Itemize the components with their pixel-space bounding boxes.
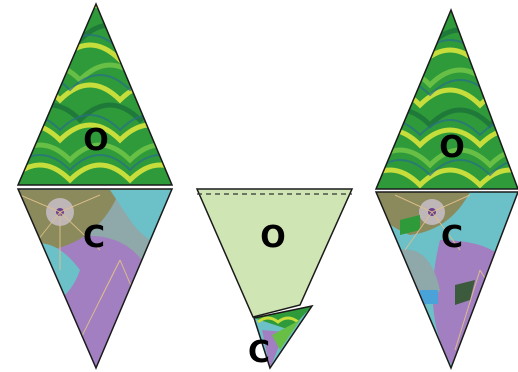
right-top-triangle <box>360 0 518 195</box>
right-top-label: O <box>439 130 465 165</box>
right-diamond: O C <box>360 0 518 372</box>
left-bottom-label: C <box>83 220 105 255</box>
middle-flap-label: C <box>248 335 270 370</box>
middle-folded-piece: O C <box>197 189 352 370</box>
left-top-triangle <box>0 0 200 190</box>
left-top-label: O <box>83 123 109 158</box>
left-diamond: O C <box>0 0 200 372</box>
middle-main-label: O <box>260 220 286 255</box>
left-bottom-triangle <box>0 185 200 372</box>
right-bottom-triangle <box>360 190 518 372</box>
right-bottom-label: C <box>441 220 463 255</box>
